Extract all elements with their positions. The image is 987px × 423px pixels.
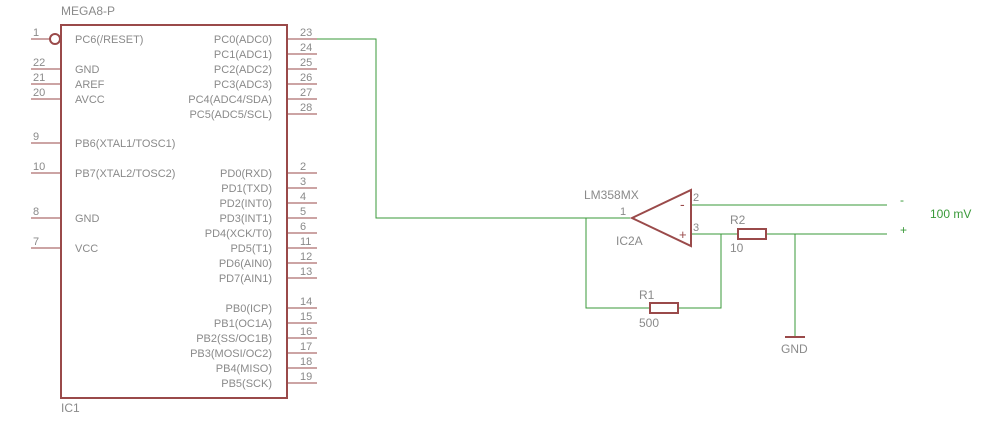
ic1-pin-label: PD4(XCK/T0) [205, 228, 272, 240]
ic1-pin-number: 2 [300, 161, 306, 173]
ic1-pin-number: 25 [300, 57, 312, 69]
ic1-pin-number: 13 [300, 266, 312, 278]
r2-body [737, 228, 767, 240]
opamp-plus-sign: + [679, 227, 687, 242]
ic1-name-label: IC1 [61, 401, 80, 415]
opamp-pin-inv: 2 [693, 192, 699, 204]
ic1-pin-label: PB1(OC1A) [214, 318, 272, 330]
ic1-pin-number: 7 [33, 236, 39, 248]
ic1-pin-number: 1 [33, 27, 39, 39]
ic1-pin-number: 18 [300, 356, 312, 368]
ic1-pin-label: AREF [75, 79, 105, 91]
ic1-pin-label: PB4(MISO) [216, 363, 272, 375]
gnd-symbol: GND [781, 336, 808, 356]
ic1-pin-number: 10 [33, 161, 45, 173]
source-plus-label: + [900, 223, 907, 237]
adc-wire [317, 38, 586, 219]
ic1-pin-label: PB7(XTAL2/TOSC2) [75, 168, 175, 180]
ic1-pin-label: PC1(ADC1) [214, 49, 272, 61]
opamp-pin-noninv: 3 [693, 222, 699, 234]
ic1-pin-label: PD1(TXD) [221, 183, 272, 195]
feedback-wire-right [678, 234, 722, 309]
ic1-pin-label: PD7(AIN1) [219, 273, 272, 285]
ic1-pin-number: 16 [300, 326, 312, 338]
ic1-pin-number: 22 [33, 57, 45, 69]
ic1-pin-label: PC4(ADC4/SDA) [188, 94, 272, 106]
ic1-pin-label: AVCC [75, 94, 105, 106]
ic1-pin-label: PB2(SS/OC1B) [196, 333, 272, 345]
ic1-part-label: MEGA8-P [61, 4, 115, 18]
ic1-pin-number: 5 [300, 206, 306, 218]
opamp-ic2a: LM358MX IC2A 1 2 3 - + [584, 188, 699, 248]
feedback-wire-left [585, 218, 650, 309]
ic1-pin-label: PD6(AIN0) [219, 258, 272, 270]
r2-name: R2 [730, 213, 746, 227]
source-value-label: 100 mV [930, 207, 971, 221]
ic1-pin-number: 26 [300, 72, 312, 84]
r1-value: 500 [639, 316, 659, 330]
ic1-pin-number: 12 [300, 251, 312, 263]
ic1-pin-number: 23 [300, 27, 312, 39]
ic1-pin-number: 4 [300, 191, 306, 203]
ic1-pin-number: 3 [300, 176, 306, 188]
ic1-pin-number: 14 [300, 296, 312, 308]
ic1-pin-number: 19 [300, 371, 312, 383]
ic1-pin-label: PC0(ADC0) [214, 34, 272, 46]
ic1-pin-label: PD5(T1) [230, 243, 272, 255]
ic1-pin-number: 27 [300, 87, 312, 99]
ic1-pin-label: PC2(ADC2) [214, 64, 272, 76]
ic1-pin-number: 11 [300, 236, 311, 248]
opamp-name-label: IC2A [616, 234, 643, 248]
ic1-pin-label: PD0(RXD) [220, 168, 272, 180]
ic1-pin-label: PC6(/RESET) [75, 34, 143, 46]
r2-value: 10 [730, 241, 744, 255]
ic1-pin-label: PB3(MOSI/OC2) [190, 348, 272, 360]
ic1-pin-number: 21 [33, 72, 45, 84]
ic1-pin-label: PB6(XTAL1/TOSC1) [75, 138, 175, 150]
ic1-pin-label: PC3(ADC3) [214, 79, 272, 91]
ic1-pin-label: PB0(ICP) [226, 303, 272, 315]
ic1-pin-label: PC5(ADC5/SCL) [189, 109, 272, 121]
opamp-triangle [629, 188, 692, 248]
ic1-pin-number: 20 [33, 87, 45, 99]
opamp-minus-sign: - [680, 196, 685, 212]
ic1-pin-label: GND [75, 64, 100, 76]
gnd-label: GND [781, 342, 808, 356]
ic1-pin-label: PB5(SCK) [221, 378, 272, 390]
ic1-body [60, 24, 288, 399]
ic1-pin-number: 6 [300, 221, 306, 233]
ic1-pin-number: 28 [300, 102, 312, 114]
source-minus-label: - [900, 193, 904, 207]
ic1-pin-number: 24 [300, 42, 312, 54]
ic1-pin-number: 9 [33, 131, 39, 143]
ic1-pin-label: PD2(INT0) [219, 198, 272, 210]
ic1-pin-number: 15 [300, 311, 312, 323]
ic1-pin-number: 8 [33, 206, 39, 218]
ic1-pin-label: PD3(INT1) [219, 213, 272, 225]
ic1-pin-inversion-bubble [49, 33, 61, 45]
resistor-r2: R2 10 [730, 213, 767, 255]
opamp-pin-out: 1 [620, 206, 626, 218]
opamp-part-label: LM358MX [584, 188, 639, 202]
resistor-r1: R1 500 [639, 288, 679, 330]
ic1-pin-label: GND [75, 213, 100, 225]
r1-body [649, 302, 679, 314]
ic1-pin-number: 17 [300, 341, 312, 353]
ic1-right-pins: 23PC0(ADC0)24PC1(ADC1)25PC2(ADC2)26PC3(A… [188, 27, 317, 390]
r1-name: R1 [639, 288, 655, 302]
ic1-pin-label: VCC [75, 243, 98, 255]
